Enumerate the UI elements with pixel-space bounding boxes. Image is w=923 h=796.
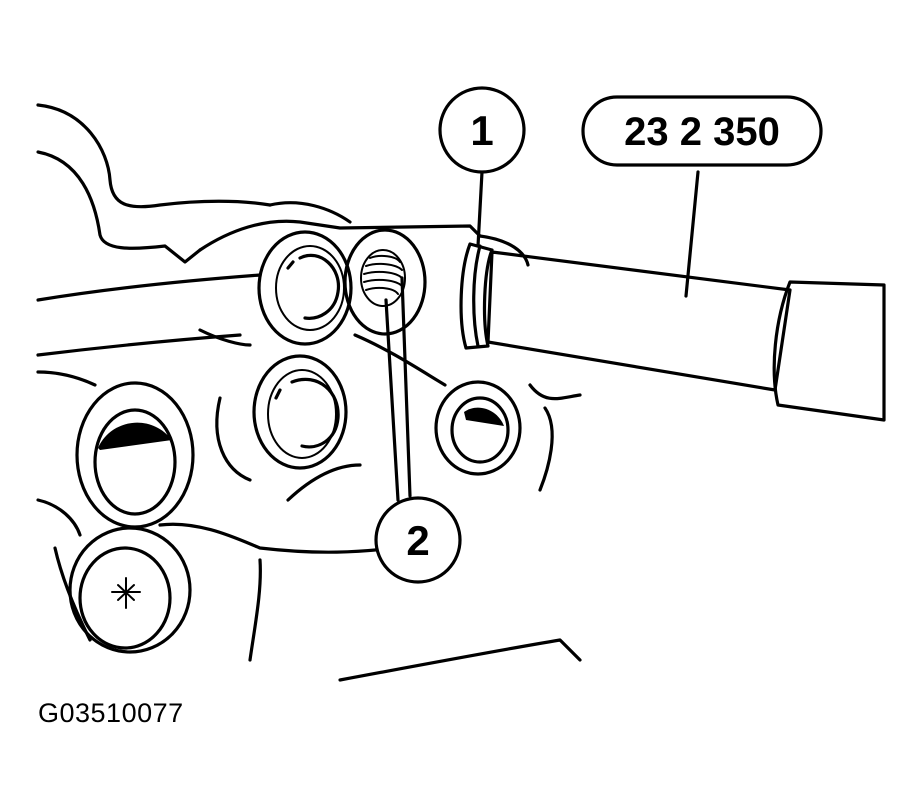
spring-bore — [343, 228, 427, 336]
left-bore — [75, 381, 195, 529]
bottom-screw — [53, 526, 192, 654]
housing-outline — [36, 103, 582, 682]
special-tool — [459, 242, 886, 422]
callout-1-label: 1 — [470, 107, 493, 154]
upper-circlip-bore — [257, 230, 353, 346]
leader-lines — [384, 170, 700, 502]
callout-2: 2 — [374, 496, 462, 584]
callout-1: 1 — [438, 86, 526, 174]
middle-circlip-bore — [252, 354, 348, 470]
tool-number-callout: 23 2 350 — [581, 95, 823, 167]
figure-code: G03510077 — [38, 698, 184, 728]
tool-number-label: 23 2 350 — [624, 110, 780, 154]
right-bore — [434, 380, 522, 476]
callout-2-label: 2 — [406, 517, 429, 564]
